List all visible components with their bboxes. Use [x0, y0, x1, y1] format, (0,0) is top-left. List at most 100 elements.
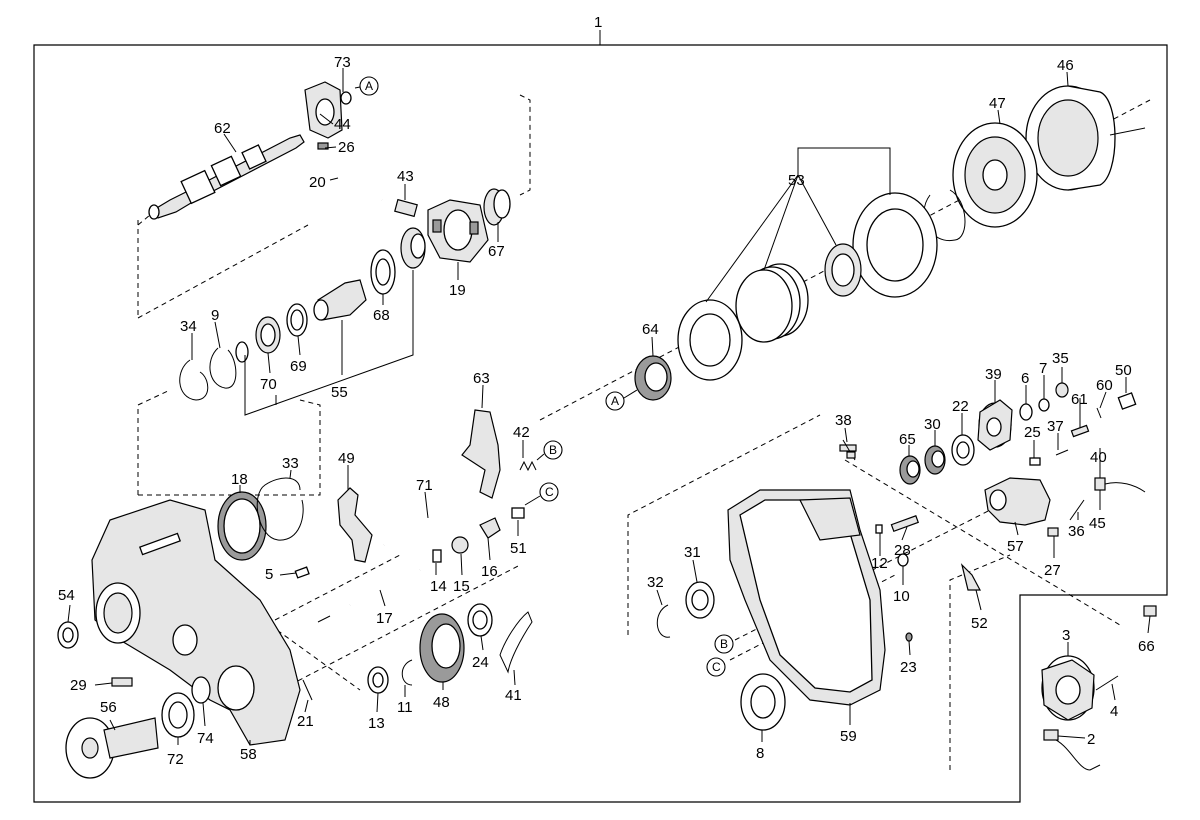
label-part-13: 13: [368, 715, 385, 732]
label-part-27: 27: [1044, 562, 1061, 579]
label-part-53: 53: [788, 172, 805, 189]
label-assembly: 1: [594, 14, 602, 31]
label-part-57: 57: [1007, 538, 1024, 555]
label-part-25: 25: [1024, 424, 1041, 441]
label-part-38: 38: [835, 412, 852, 429]
label-part-20: 20: [309, 174, 326, 191]
label-part-11: 11: [397, 699, 413, 716]
seal-54: [57, 621, 79, 649]
label-part-70: 70: [260, 376, 277, 393]
speed-sensor-cluster: [1019, 382, 1137, 466]
label-part-15: 15: [453, 578, 470, 595]
label-part-47: 47: [989, 95, 1006, 112]
label-part-74: 74: [197, 730, 214, 747]
label-part-8: 8: [756, 745, 764, 762]
clutch-drum-46: [1025, 85, 1146, 191]
label-part-17: 17: [376, 610, 393, 627]
actuator-57: [984, 477, 1051, 526]
label-part-3: 3: [1062, 627, 1070, 644]
label-part-16: 16: [481, 563, 498, 580]
oil-pump-plate: [304, 81, 352, 139]
label-part-26: 26: [338, 139, 355, 156]
label-part-24: 24: [472, 654, 489, 671]
label-part-73: 73: [334, 54, 351, 71]
label-part-46: 46: [1057, 57, 1074, 74]
leader-lines: [67, 68, 1151, 745]
shift-fork-63: [461, 409, 501, 499]
vent-29: [111, 677, 133, 687]
harness-2: [1043, 729, 1101, 771]
label-part-14: 14: [430, 578, 447, 595]
label-part-43: 43: [397, 168, 414, 185]
label-part-21: 21: [297, 713, 314, 730]
label-part-48: 48: [433, 694, 450, 711]
shift-rail-71: [383, 488, 491, 547]
label-part-31: 31: [684, 544, 701, 561]
clutch-hub-47: [952, 122, 1038, 228]
gear-64: [634, 355, 672, 401]
label-part-71: 71: [416, 477, 433, 494]
label-part-34: 34: [180, 318, 197, 335]
output-flange: [65, 717, 159, 779]
bearing-24: [467, 603, 493, 637]
magnet-5: [294, 566, 310, 579]
label-part-2: 2: [1087, 731, 1095, 748]
bolt-36-27: [1047, 499, 1085, 537]
label-part-39: 39: [985, 366, 1002, 383]
oil-tube: [317, 142, 383, 201]
label-part-55: 55: [331, 384, 348, 401]
label-part-58: 58: [240, 746, 257, 763]
label-part-4: 4: [1110, 703, 1118, 720]
seals-72-74: [161, 676, 211, 738]
label-part-33: 33: [282, 455, 299, 472]
ref-a-right: [605, 389, 638, 411]
sun-gear: [483, 188, 511, 226]
bolt-38: [842, 439, 856, 461]
label-part-32: 32: [647, 574, 664, 591]
label-part-10: 10: [893, 588, 910, 605]
label-part-62: 62: [214, 120, 231, 137]
label-part-60: 60: [1096, 377, 1113, 394]
thrust-washer: [370, 249, 396, 295]
label-part-42: 42: [513, 424, 530, 441]
rings-13-11: [367, 659, 413, 694]
planetary-carrier: [427, 199, 489, 263]
ref-c-left: [524, 482, 559, 506]
label-part-9: 9: [211, 307, 219, 324]
label-part-23: 23: [900, 659, 917, 676]
label-part-35: 35: [1052, 350, 1069, 367]
snap-ring-33: [256, 477, 304, 541]
driven-sprocket: [217, 491, 267, 561]
ref-b-right: [714, 634, 734, 654]
label-part-54: 54: [58, 587, 75, 604]
label-part-30: 30: [924, 416, 941, 433]
label-part-37: 37: [1047, 418, 1064, 435]
label-part-52: 52: [971, 615, 988, 632]
ref-b-left: [536, 440, 563, 461]
ref-b-left-label: B: [549, 443, 557, 457]
label-part-36: 36: [1068, 523, 1085, 540]
chain-41: [499, 611, 533, 674]
assembly-frame: [33, 30, 1168, 803]
label-part-61: 61: [1071, 391, 1088, 408]
front-housing: [91, 499, 301, 746]
motor-3: [1041, 655, 1095, 721]
label-part-66: 66: [1138, 638, 1155, 655]
label-part-5: 5: [265, 566, 273, 583]
ring-gear-bearing: [400, 227, 426, 269]
part-labels: 73 62 44 26 20 43 67 19 68 34 9 70 69 55…: [58, 54, 1155, 768]
sensor-45: [1094, 477, 1146, 493]
ref-c-right-label: C: [712, 660, 721, 674]
ref-a-right-label: A: [611, 394, 619, 408]
label-part-63: 63: [473, 370, 490, 387]
ref-a-top: [354, 76, 379, 96]
label-part-41: 41: [505, 687, 522, 704]
label-part-49: 49: [338, 450, 355, 467]
label-part-29: 29: [70, 677, 87, 694]
rear-housing-59: [727, 489, 886, 706]
label-part-72: 72: [167, 751, 184, 768]
strainer: [394, 198, 418, 218]
drive-sprocket-48: [419, 613, 465, 683]
spring-42: [519, 460, 537, 472]
